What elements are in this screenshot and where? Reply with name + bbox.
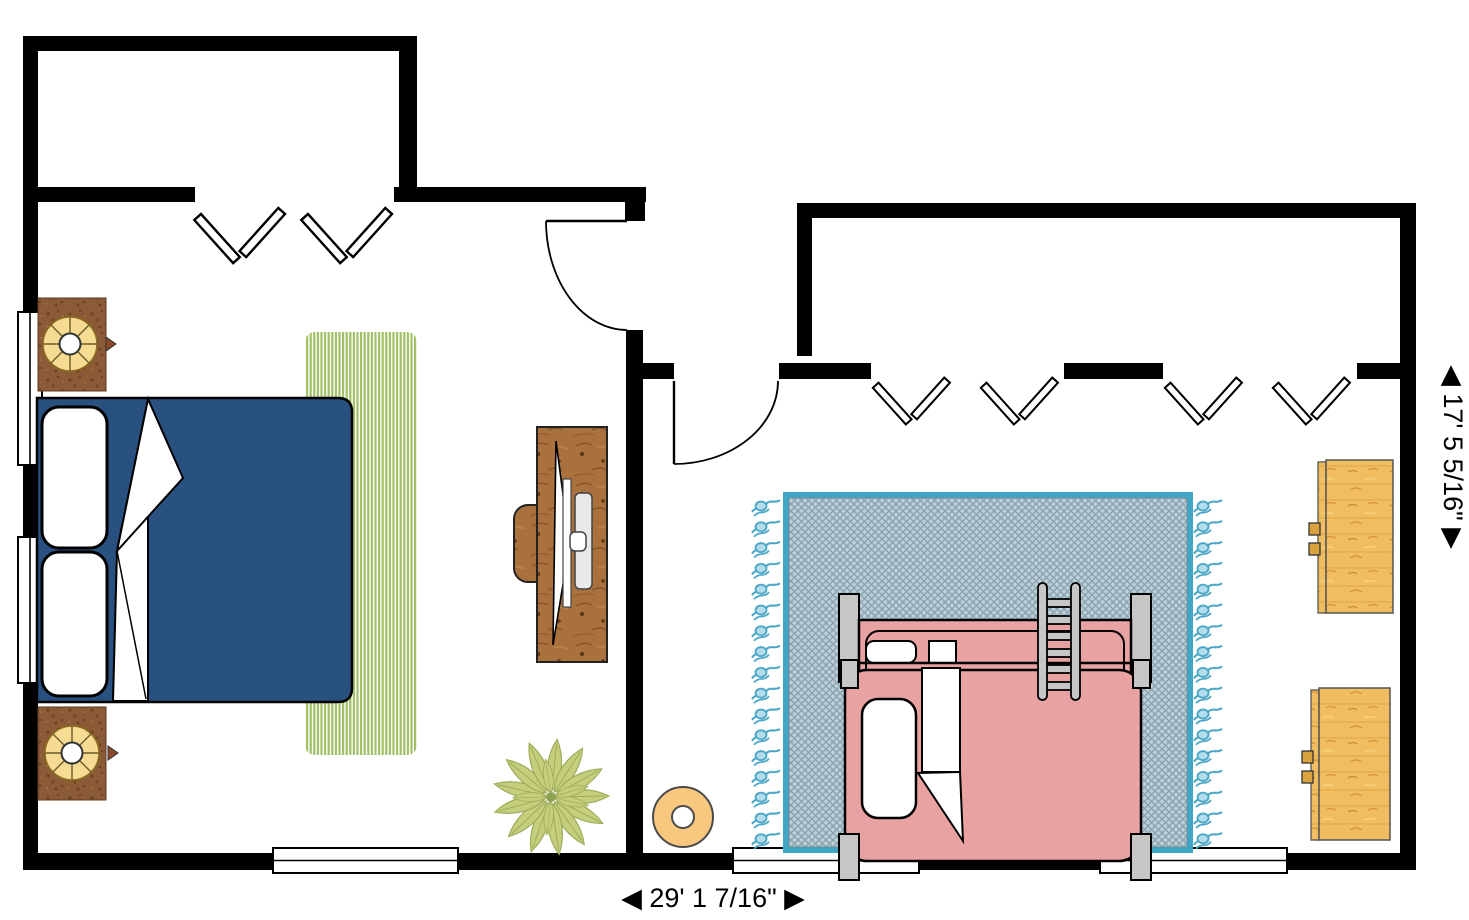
closet-bifold-door[interactable] <box>300 206 394 265</box>
closet-bifold-door[interactable] <box>193 206 287 265</box>
bed-post <box>838 833 860 881</box>
window[interactable] <box>272 847 459 874</box>
door-swing-arc <box>545 220 628 331</box>
wall-segment <box>1357 363 1416 379</box>
mouse-icon <box>569 531 587 552</box>
book <box>928 640 957 664</box>
ladder-rung <box>1044 664 1074 674</box>
closet-bifold-door[interactable] <box>1163 376 1243 426</box>
wall-segment <box>1400 218 1416 853</box>
ladder-rung <box>1044 598 1074 608</box>
pillow <box>40 550 109 698</box>
ladder-rung <box>1044 615 1074 625</box>
bed-sheet <box>921 667 961 773</box>
pillow <box>40 405 109 550</box>
lower-bunk <box>843 668 1143 863</box>
wall-segment <box>1064 363 1163 379</box>
closet-bifold-door[interactable] <box>979 376 1059 426</box>
wall-segment <box>626 330 643 853</box>
bed-post <box>1130 833 1152 881</box>
wall-segment <box>23 36 417 51</box>
wall-segment <box>399 51 417 187</box>
nightstand-top[interactable] <box>37 297 117 392</box>
dresser-knob <box>1301 770 1314 784</box>
dresser-back-panel <box>1310 689 1320 841</box>
pillow <box>865 640 917 664</box>
wall-segment <box>779 363 871 379</box>
bunk-ladder-icon <box>1037 582 1081 701</box>
closet-bifold-door[interactable] <box>1271 376 1351 426</box>
bunk-bed[interactable] <box>838 582 1152 881</box>
wall-segment <box>797 218 812 356</box>
dresser-back-panel <box>1317 461 1327 614</box>
desk-group <box>513 426 608 663</box>
sheet-crease <box>116 550 147 700</box>
dimension-label-height: ◀ 17' 5 5/16" ▶ <box>1438 365 1468 549</box>
door-right-room[interactable] <box>672 380 779 465</box>
ladder-rail <box>1037 582 1048 701</box>
nightstand-bottom[interactable] <box>37 706 119 801</box>
ladder-rung <box>1044 648 1074 658</box>
dimension-label-width: ◀ 29' 1 7/16" ▶ <box>621 883 805 913</box>
wall-segment <box>797 203 1416 218</box>
dresser-knob <box>1301 750 1314 764</box>
dresser-knob <box>1308 522 1321 536</box>
lamp-switch <box>107 745 119 761</box>
dresser-body <box>1325 459 1394 614</box>
door-left-room[interactable] <box>545 219 628 331</box>
lamp-switch <box>105 336 117 352</box>
pillow <box>860 697 918 820</box>
potted-plant[interactable] <box>492 737 610 856</box>
bed-sheet-fold <box>916 770 965 845</box>
ladder-rung <box>1044 631 1074 641</box>
rug-fringe <box>1191 497 1225 851</box>
closet-bifold-door[interactable] <box>871 376 951 426</box>
bed-sheet-fold <box>115 395 185 555</box>
plant-center <box>546 792 556 802</box>
table-lamp-icon <box>42 316 117 372</box>
rug-fringe <box>749 497 783 851</box>
wall-segment <box>23 187 195 202</box>
ladder-rail <box>1070 582 1081 701</box>
round-pouf[interactable] <box>652 786 714 848</box>
ladder-rung <box>1044 681 1074 691</box>
bed-post <box>840 659 859 689</box>
wall-segment <box>625 202 645 221</box>
dresser-knob <box>1308 542 1321 556</box>
bed-post <box>1132 659 1151 689</box>
table-lamp-icon <box>44 725 119 781</box>
wall-segment <box>640 363 674 379</box>
wall-segment <box>394 187 646 202</box>
dresser-bottom[interactable] <box>1301 687 1391 841</box>
bed-posts-mid-bottom <box>838 659 1152 881</box>
double-bed[interactable] <box>35 395 354 704</box>
dresser-top[interactable] <box>1308 459 1394 614</box>
dresser-body <box>1318 687 1391 841</box>
door-swing-arc <box>673 380 779 465</box>
